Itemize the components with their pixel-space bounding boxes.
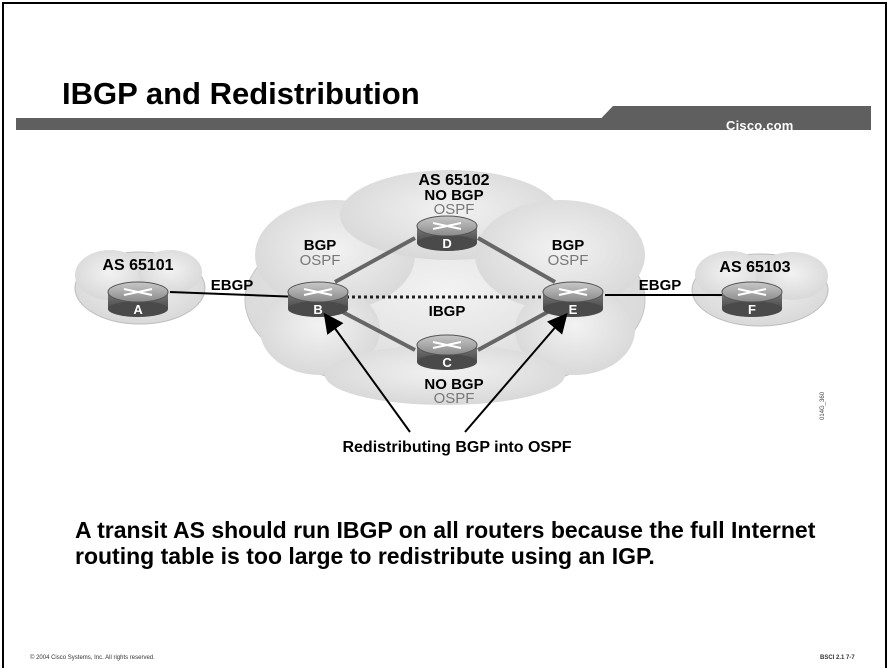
router-b: B xyxy=(287,281,349,317)
ebgp-right-label: EBGP xyxy=(639,277,682,294)
router-c: C xyxy=(416,334,478,370)
router-f: F xyxy=(721,281,783,317)
router-label-f: F xyxy=(748,302,756,317)
c-no-bgp-label: NO BGP xyxy=(424,376,483,393)
router-label-e: E xyxy=(569,302,578,317)
ebgp-left-label: EBGP xyxy=(211,277,254,294)
as-65102-label: AS 65102 xyxy=(418,172,489,189)
c-ospf-label: OSPF xyxy=(434,390,475,407)
b-bgp-label: BGP xyxy=(304,237,337,254)
router-d: D xyxy=(416,215,478,251)
e-ospf-label: OSPF xyxy=(548,252,589,269)
router-label-b: B xyxy=(313,302,322,317)
arrow-to-e xyxy=(464,312,568,433)
link-d-e xyxy=(477,236,556,284)
router-label-a: A xyxy=(133,302,143,317)
ibgp-label: IBGP xyxy=(429,303,466,320)
slide-title: IBGP and Redistribution xyxy=(62,76,420,111)
d-no-bgp-label: NO BGP xyxy=(424,187,483,204)
links xyxy=(169,236,725,352)
link-b-c xyxy=(334,306,416,352)
as-65103-label: AS 65103 xyxy=(719,259,790,276)
link-a-b xyxy=(169,291,301,298)
link-c-e xyxy=(477,306,556,352)
course-page-footer: BSCI 2.1 7-7 xyxy=(820,655,855,661)
d-ospf-label: OSPF xyxy=(434,201,475,218)
router-a: A xyxy=(107,281,169,317)
copyright-footer: © 2004 Cisco Systems, Inc. All rights re… xyxy=(30,655,155,661)
b-ospf-label: OSPF xyxy=(300,252,341,269)
router-label-c: C xyxy=(442,355,452,370)
e-bgp-label: BGP xyxy=(552,237,585,254)
arrow-to-b xyxy=(323,312,411,433)
link-b-d xyxy=(334,236,416,284)
caption-redistribution: Redistributing BGP into OSPF xyxy=(342,439,571,456)
network-diagram: A B D C E F AS 65101 AS 65103 xyxy=(74,170,829,456)
router-e: E xyxy=(542,281,604,317)
body-statement: A transit AS should run IBGP on all rout… xyxy=(75,517,816,569)
brand-label: Cisco.com xyxy=(726,118,794,133)
router-label-d: D xyxy=(442,236,451,251)
figure-id: 014G_360 xyxy=(820,391,826,420)
as-65101-label: AS 65101 xyxy=(102,257,173,274)
